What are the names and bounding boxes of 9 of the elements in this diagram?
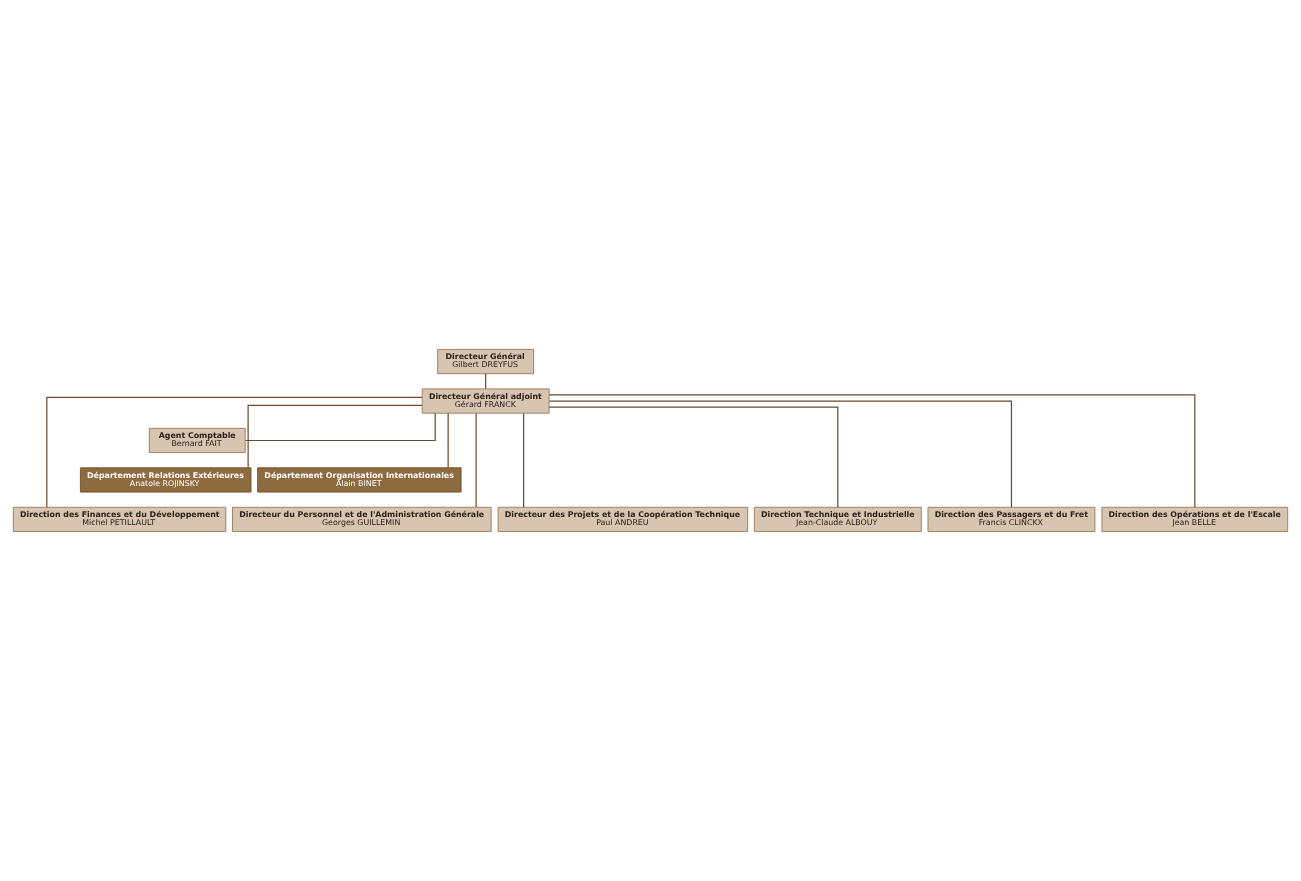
connector: [46, 396, 423, 508]
connector: [247, 404, 423, 469]
connector: [244, 412, 436, 442]
connector: [548, 394, 1196, 508]
connector: [523, 412, 525, 508]
connector: [548, 406, 839, 508]
connector: [548, 400, 1013, 508]
connector: [475, 412, 477, 508]
connector: [447, 412, 449, 469]
